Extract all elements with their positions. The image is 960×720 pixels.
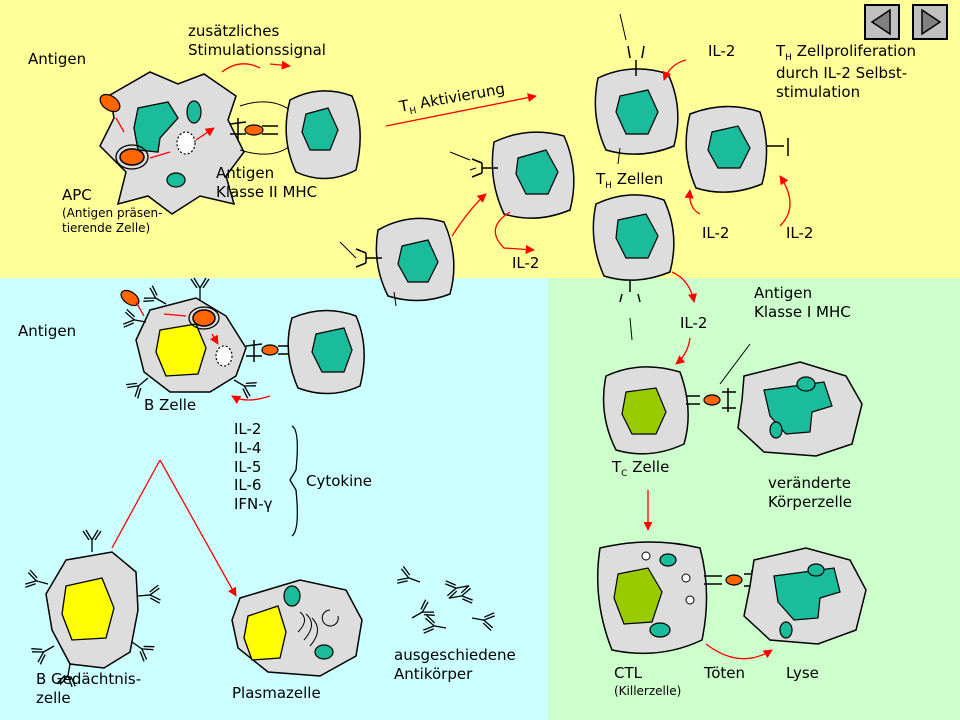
label-secreted-antibodies: ausgeschiedene Antikörper [394, 646, 516, 683]
label-antigen-mhc2: Antigen Klasse II MHC [216, 164, 318, 201]
label-extra-signal: zusätzliches Stimulationssignal [188, 22, 326, 59]
next-slide-button[interactable] [912, 4, 948, 40]
prev-slide-button[interactable] [864, 4, 900, 40]
mitochondrion-1 [186, 100, 202, 124]
label-b-cell: B Zelle [144, 396, 197, 414]
antigen-particle-top [99, 93, 121, 113]
label-antigen-mhc1: Antigen Klasse I MHC [754, 284, 851, 321]
label-antigen-left: Antigen [18, 322, 77, 340]
endosome [119, 148, 145, 166]
label-ctl: CTL [614, 664, 642, 682]
apc-cell [99, 71, 245, 215]
apc-nucleus [133, 101, 179, 153]
label-kill: Töten [704, 664, 745, 682]
label-plasma-cell: Plasmazelle [232, 684, 321, 702]
label-cytokine-list: IL-2 IL-4 IL-5 IL-6 IFN-γ [234, 420, 273, 513]
label-il2-down: IL-2 [680, 314, 708, 332]
label-il2-top: IL-2 [708, 42, 736, 60]
label-lysis: Lyse [786, 664, 819, 682]
triangle-right-icon [921, 8, 942, 36]
label-tc-cell: TC Zelle [612, 458, 670, 479]
label-il2-mid: IL-2 [702, 224, 730, 242]
label-altered-cell: veränderte Körperzelle [768, 474, 853, 511]
label-killer-cell: (Killerzelle) [614, 684, 682, 698]
triangle-left-icon [870, 8, 891, 36]
label-memory-b-cell: B Gedächtnis- zelle [36, 670, 142, 707]
label-antigen-top: Antigen [28, 50, 87, 68]
label-apc: APC [62, 186, 92, 204]
secreted-antibodies [395, 565, 496, 638]
label-th-cells: TH Zellen [596, 170, 664, 191]
label-il2-bottom-left: IL-2 [512, 254, 540, 272]
lysosome [176, 131, 196, 155]
label-th-proliferation: TH Zellproliferation durch IL-2 Selbst- … [776, 42, 917, 101]
mitochondrion-2 [166, 172, 186, 188]
label-il2-right: IL-2 [786, 224, 814, 242]
label-apc-desc: (Antigen präsen- tierende Zelle) [62, 206, 163, 235]
label-cytokines: Cytokine [306, 472, 372, 490]
